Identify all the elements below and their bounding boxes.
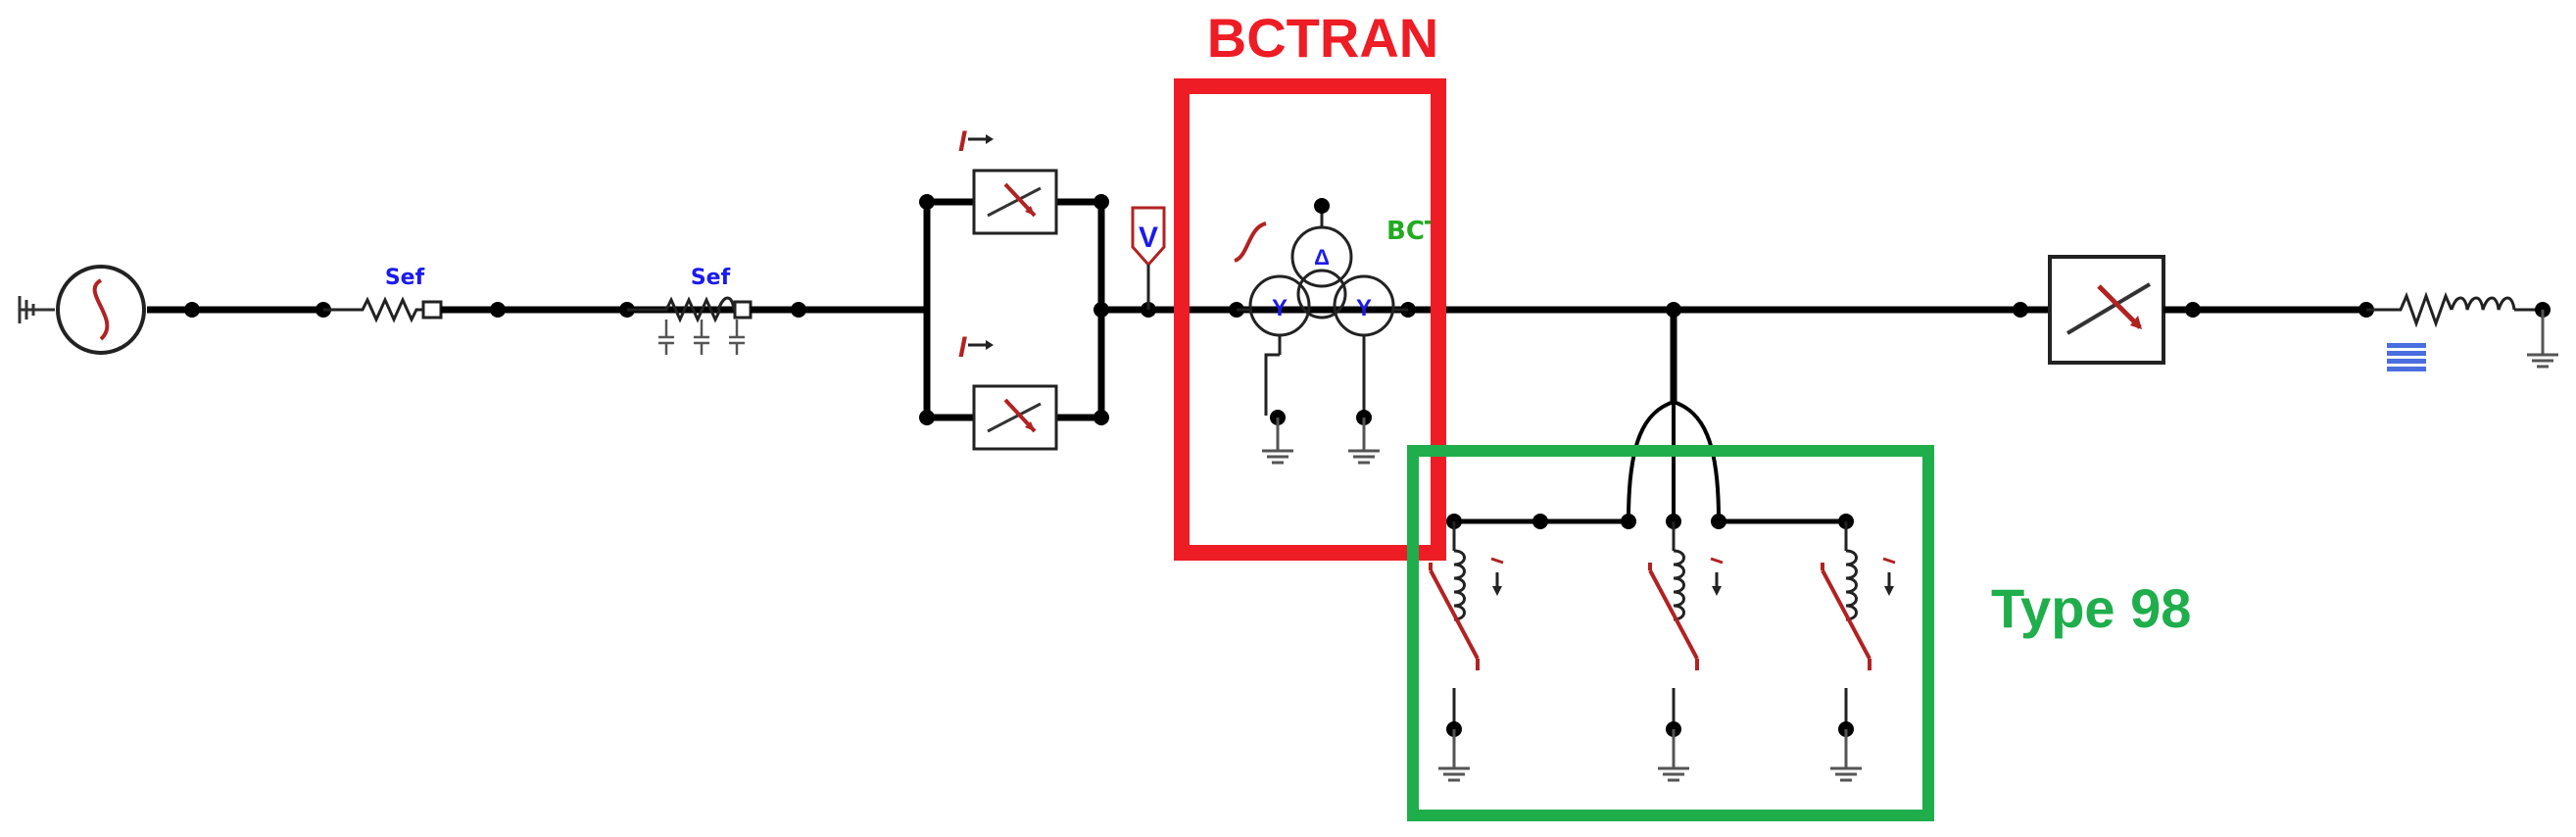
ac-source-icon[interactable] bbox=[18, 265, 146, 355]
current-probe-label-2: I bbox=[958, 331, 967, 364]
load-rl-icon[interactable] bbox=[2358, 291, 2560, 371]
current-probe-label-1: I bbox=[958, 125, 967, 158]
rl-tag-1: Sef bbox=[385, 266, 425, 290]
voltage-probe-label: V bbox=[1139, 222, 1158, 254]
nonlinear-inductor-icon[interactable] bbox=[1429, 521, 1505, 782]
bctran-title: BCTRAN bbox=[1207, 7, 1438, 69]
switch-icon[interactable]: I bbox=[958, 331, 1058, 451]
node-dot bbox=[1666, 302, 1681, 318]
switch-icon[interactable]: I bbox=[958, 125, 1058, 235]
wye-label-right: Y bbox=[1356, 295, 1372, 321]
voltage-probe-icon[interactable]: V bbox=[1131, 206, 1166, 318]
nonlinear-inductor-icon[interactable] bbox=[1648, 521, 1725, 782]
rl-line-element-icon[interactable]: Sef bbox=[619, 266, 753, 355]
bctran-highlight-box bbox=[1174, 78, 1446, 561]
type98-feeder-wire bbox=[1454, 310, 1846, 524]
rl-tag-2: Sef bbox=[691, 266, 731, 290]
switch-icon[interactable] bbox=[2048, 255, 2165, 365]
node-dot bbox=[1094, 302, 1109, 318]
nonlinear-inductor-icon[interactable] bbox=[1821, 521, 1897, 782]
delta-label: Δ bbox=[1314, 245, 1330, 270]
node-dot bbox=[184, 302, 200, 318]
type98-title: Type 98 bbox=[1991, 577, 2191, 639]
bctran-transformer-icon[interactable]: Y Y Δ BCT bbox=[1229, 198, 1442, 465]
wye-label-left: Y bbox=[1272, 295, 1288, 321]
resistor-icon[interactable]: Sef bbox=[316, 266, 443, 323]
type98-highlight-box bbox=[1407, 445, 1934, 821]
